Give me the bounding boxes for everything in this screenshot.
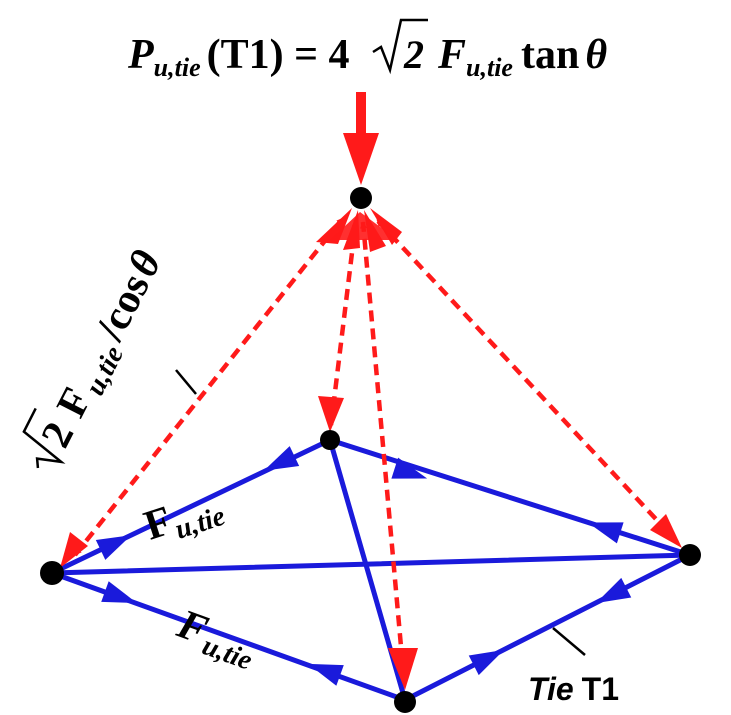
tie-front-right <box>402 552 693 703</box>
tie-arrowhead <box>263 446 300 471</box>
strut-front <box>360 221 407 681</box>
node-left <box>40 561 64 585</box>
nodes <box>40 187 701 713</box>
tie-arrowhead <box>101 581 137 604</box>
tie-left-right <box>49 552 693 576</box>
strut-back <box>328 219 359 426</box>
tie-arrowhead <box>595 577 632 604</box>
strut-force-label: 2 Fu,tie/cosθ <box>22 243 175 469</box>
node-right <box>679 544 701 566</box>
strut-right <box>375 218 670 534</box>
title-formula: Pu,tie(T1) = 4 <box>127 32 350 82</box>
title-sqrt-symbol: 2 <box>372 18 428 77</box>
node-back <box>320 430 340 450</box>
tie-arrowhead <box>308 663 344 686</box>
strut-top-arrowheads <box>316 208 402 252</box>
tie-arrowhead <box>95 535 132 560</box>
node-front <box>394 691 416 713</box>
tie-arrowhead <box>587 522 624 544</box>
node-top <box>350 187 372 209</box>
strut-bottom-arrowheads <box>60 396 682 690</box>
svg-text:Fu,tie/cosθ: Fu,tie/cosθ <box>48 243 175 426</box>
tie-arrowhead <box>391 457 428 479</box>
svg-text:2: 2 <box>403 32 424 77</box>
tie-label-leader <box>552 627 586 656</box>
strut-members <box>73 216 670 681</box>
strut-label-leader <box>175 369 197 395</box>
tie-arrowhead <box>468 649 505 676</box>
tie-members <box>49 437 693 703</box>
svg-text:2: 2 <box>33 415 84 455</box>
applied-load-arrow <box>343 92 379 185</box>
tie-force-label-lower: Fu,tie <box>169 601 263 677</box>
